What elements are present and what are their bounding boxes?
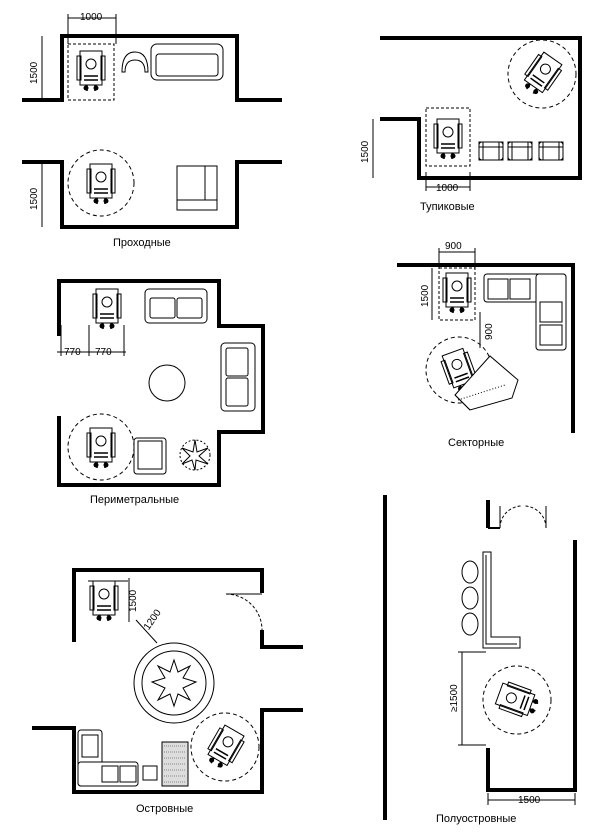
label-tupikovye: Тупиковые [420, 201, 475, 213]
plan-ostrovnye [32, 568, 303, 794]
dim-1500-poluostrovnye-horizontal: 1500 [518, 795, 541, 806]
label-sektornye: Секторные [448, 437, 505, 449]
dim-770-left: 770 [64, 347, 81, 358]
dim-1500-prohodnye-lower: 1500 [29, 187, 40, 210]
plan-tupikovye [372, 36, 582, 191]
dim-1000-prohodnye: 1000 [80, 12, 103, 23]
plan-prohodnye-lower [22, 149, 282, 229]
dim-1500-sektornye: 1500 [420, 284, 431, 307]
dim-1500-prohodnye-upper: 1500 [29, 61, 40, 84]
dim-770-right: 770 [95, 347, 112, 358]
plan-poluostrovnye [383, 495, 577, 820]
dim-1000-tupikovye: 1000 [436, 183, 459, 194]
label-perimetralnye: Периметральные [90, 494, 180, 506]
plan-perimetralnye [57, 279, 265, 487]
label-prohodnye: Проходные [113, 237, 171, 249]
dim-1500-poluostrovnye-vertical: ≥1500 [449, 684, 460, 712]
dim-900-sektornye-side: 900 [484, 323, 495, 340]
dim-1500-tupikovye: 1500 [360, 140, 371, 163]
plan-prohodnye-upper [22, 14, 282, 102]
label-poluostrovnye: Полуостровные [436, 813, 517, 825]
dim-1500-ostrovnye: 1500 [128, 589, 139, 612]
plan-sektornye [397, 248, 575, 433]
dim-900-sektornye-top: 900 [445, 241, 462, 252]
label-ostrovnye: Островные [136, 803, 194, 815]
